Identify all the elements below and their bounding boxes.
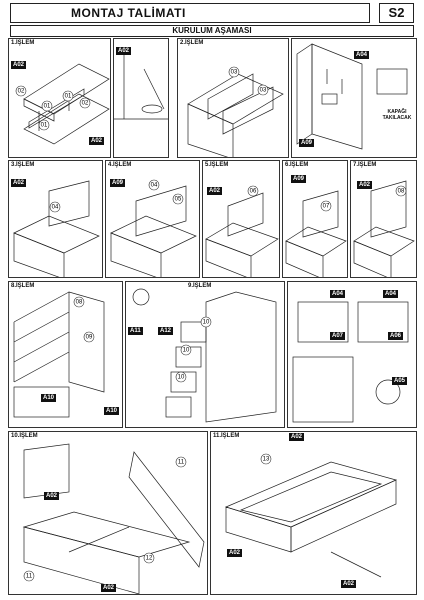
svg-text:10: 10 <box>203 320 210 326</box>
svg-text:06: 06 <box>250 189 257 195</box>
svg-text:04: 04 <box>151 183 158 189</box>
a10-label: A10 <box>41 394 57 402</box>
a02-label: A02 <box>89 137 105 145</box>
step-5-title: 5.İŞLEM <box>205 162 229 168</box>
page-title: MONTAJ TALİMATI <box>10 3 370 23</box>
a05-label: A05 <box>392 377 408 385</box>
svg-text:11: 11 <box>26 574 33 580</box>
svg-text:12: 12 <box>146 556 153 562</box>
svg-text:10: 10 <box>178 375 185 381</box>
a02-label: A02 <box>116 47 132 55</box>
step-5-panel: 5.İŞLEM 06 A02 <box>202 160 280 278</box>
step-7-drawing: 08 <box>353 180 415 277</box>
svg-text:05: 05 <box>175 197 182 203</box>
svg-text:04: 04 <box>52 205 59 211</box>
step-4-panel: 4.İŞLEM 04 05 A09 <box>105 160 200 278</box>
svg-text:03: 03 <box>231 70 238 76</box>
a11-label: A11 <box>128 327 143 335</box>
a02-label: A02 <box>207 187 223 195</box>
section-title: KURULUM AŞAMASI <box>10 25 414 37</box>
step-6-panel: 6.İŞLEM 07 A09 <box>282 160 348 278</box>
step-4-title: 4.İŞLEM <box>108 162 132 168</box>
svg-text:02: 02 <box>82 101 89 107</box>
hinge-mount-drawing <box>292 301 409 423</box>
a02-label: A02 <box>11 61 27 69</box>
step-9-detail-panel: A04 A04 A07 A06 A05 <box>287 281 417 428</box>
step-10-title: 10.İŞLEM <box>11 433 38 439</box>
step-4-drawing: 04 05 <box>110 179 197 277</box>
a09-label: A09 <box>110 179 126 187</box>
step-3-drawing: 04 <box>13 180 100 277</box>
a02-label: A02 <box>44 492 60 500</box>
a04-label: A04 <box>383 290 399 298</box>
step-11-drawing: 13 <box>224 453 398 578</box>
svg-text:02: 02 <box>18 89 25 95</box>
step-9-title: 9.İŞLEM <box>188 283 212 289</box>
svg-text:01: 01 <box>44 104 51 110</box>
a06-label: A06 <box>388 332 404 340</box>
step-2-panel: 2.İŞLEM 03 03 <box>177 38 289 158</box>
step-9-drawing: 10 10 10 <box>132 288 277 423</box>
step-9-panel: 9.İŞLEM 10 10 10 A11 A12 <box>125 281 285 428</box>
step-11-panel: 11.İŞLEM 13 A02 A02 A02 <box>210 431 417 595</box>
svg-text:13: 13 <box>263 457 270 463</box>
step-2-drawing: 03 03 <box>187 66 284 157</box>
hinge-cover-note: KAPAĞI TAKILACAK <box>382 109 412 121</box>
svg-text:08: 08 <box>76 300 83 306</box>
svg-text:08: 08 <box>398 189 405 195</box>
a02-label: A02 <box>101 584 117 592</box>
step-3-title: 3.İŞLEM <box>11 162 35 168</box>
step-6-drawing: 07 <box>285 190 347 277</box>
svg-text:11: 11 <box>178 460 185 466</box>
svg-text:07: 07 <box>323 204 330 210</box>
hinge-detail-drawing <box>296 43 408 150</box>
step-1-detail-panel: A02 <box>113 38 169 158</box>
screw-detail-drawing <box>114 54 168 120</box>
a12-label: A12 <box>158 327 174 335</box>
step-8-drawing: 08 09 <box>13 291 105 418</box>
a02-label: A02 <box>11 179 27 187</box>
a09-label: A09 <box>291 175 307 183</box>
svg-text:01: 01 <box>65 94 72 100</box>
step-5-drawing: 06 <box>205 185 279 277</box>
svg-text:09: 09 <box>86 335 93 341</box>
a02-label: A02 <box>227 549 243 557</box>
step-7-panel: 7.İŞLEM 08 A02 <box>350 160 417 278</box>
a09-label: A09 <box>299 139 315 147</box>
svg-text:01: 01 <box>41 123 48 129</box>
step-2-detail-panel: A04 A09 KAPAĞI TAKILACAK <box>291 38 417 158</box>
step-3-panel: 3.İŞLEM 04 A02 <box>8 160 103 278</box>
step-2-title: 2.İŞLEM <box>180 40 204 46</box>
step-8-panel: 8.İŞLEM 08 09 A10 A10 <box>8 281 123 428</box>
a02-label: A02 <box>357 181 373 189</box>
step-10-panel: 10.İŞLEM 11 12 11 A02 A02 <box>8 431 208 595</box>
a02-label: A02 <box>341 580 357 588</box>
a04-label: A04 <box>354 51 370 59</box>
step-8-title: 8.İŞLEM <box>11 283 35 289</box>
step-1-panel: 1.İŞLEM 01 01 02 02 01 A02 A02 <box>8 38 111 158</box>
step-1-drawing: 01 01 02 02 01 <box>15 63 110 145</box>
svg-text:10: 10 <box>183 348 190 354</box>
a07-label: A07 <box>330 332 346 340</box>
a10-label: A10 <box>104 407 120 415</box>
step-7-title: 7.İŞLEM <box>353 162 377 168</box>
svg-text:03: 03 <box>260 88 267 94</box>
step-10-drawing: 11 12 11 <box>22 443 205 594</box>
a02-label: A02 <box>289 433 305 441</box>
page-code: S2 <box>379 3 414 23</box>
step-1-title: 1.İŞLEM <box>11 40 35 46</box>
a04-label: A04 <box>330 290 346 298</box>
step-11-title: 11.İŞLEM <box>213 433 240 439</box>
step-6-title: 6.İŞLEM <box>285 162 309 168</box>
